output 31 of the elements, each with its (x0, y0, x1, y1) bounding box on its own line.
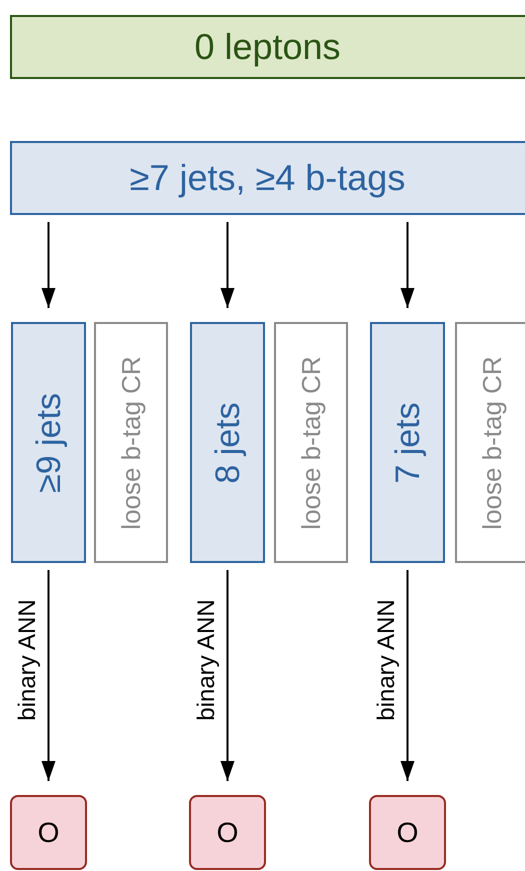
edge-label: binary ANN (194, 600, 218, 722)
selection-box (10, 141, 525, 215)
box-label: ≥9 jets (32, 392, 66, 492)
box-label: 7 jets (390, 402, 424, 484)
box-label: O (396, 818, 418, 846)
arrow (42, 222, 56, 308)
box-label: 8 jets (210, 402, 244, 484)
category-box (10, 15, 525, 79)
box-label: loose b-tag CR (118, 356, 144, 530)
edge-label: binary ANN (374, 600, 398, 722)
output-box (369, 795, 446, 870)
arrow (220, 222, 234, 308)
region-box (370, 322, 445, 563)
arrow (220, 570, 234, 781)
box-label: O (38, 818, 60, 846)
output-box (10, 795, 87, 870)
arrow (42, 570, 56, 781)
output-box (189, 795, 266, 870)
box-label: loose b-tag CR (298, 356, 324, 530)
box-label: O (216, 818, 238, 846)
arrow (400, 222, 414, 308)
arrow (400, 570, 414, 781)
edge-label: binary ANN (16, 600, 40, 722)
region-box (190, 322, 265, 563)
box-label: 0 leptons (194, 29, 341, 65)
box-label: loose b-tag CR (479, 356, 505, 530)
control-region-box (274, 322, 348, 563)
region-box (11, 322, 86, 563)
box-label: ≥7 jets, ≥4 b-tags (130, 160, 406, 196)
control-region-box (94, 322, 168, 563)
control-region-box (455, 322, 525, 563)
